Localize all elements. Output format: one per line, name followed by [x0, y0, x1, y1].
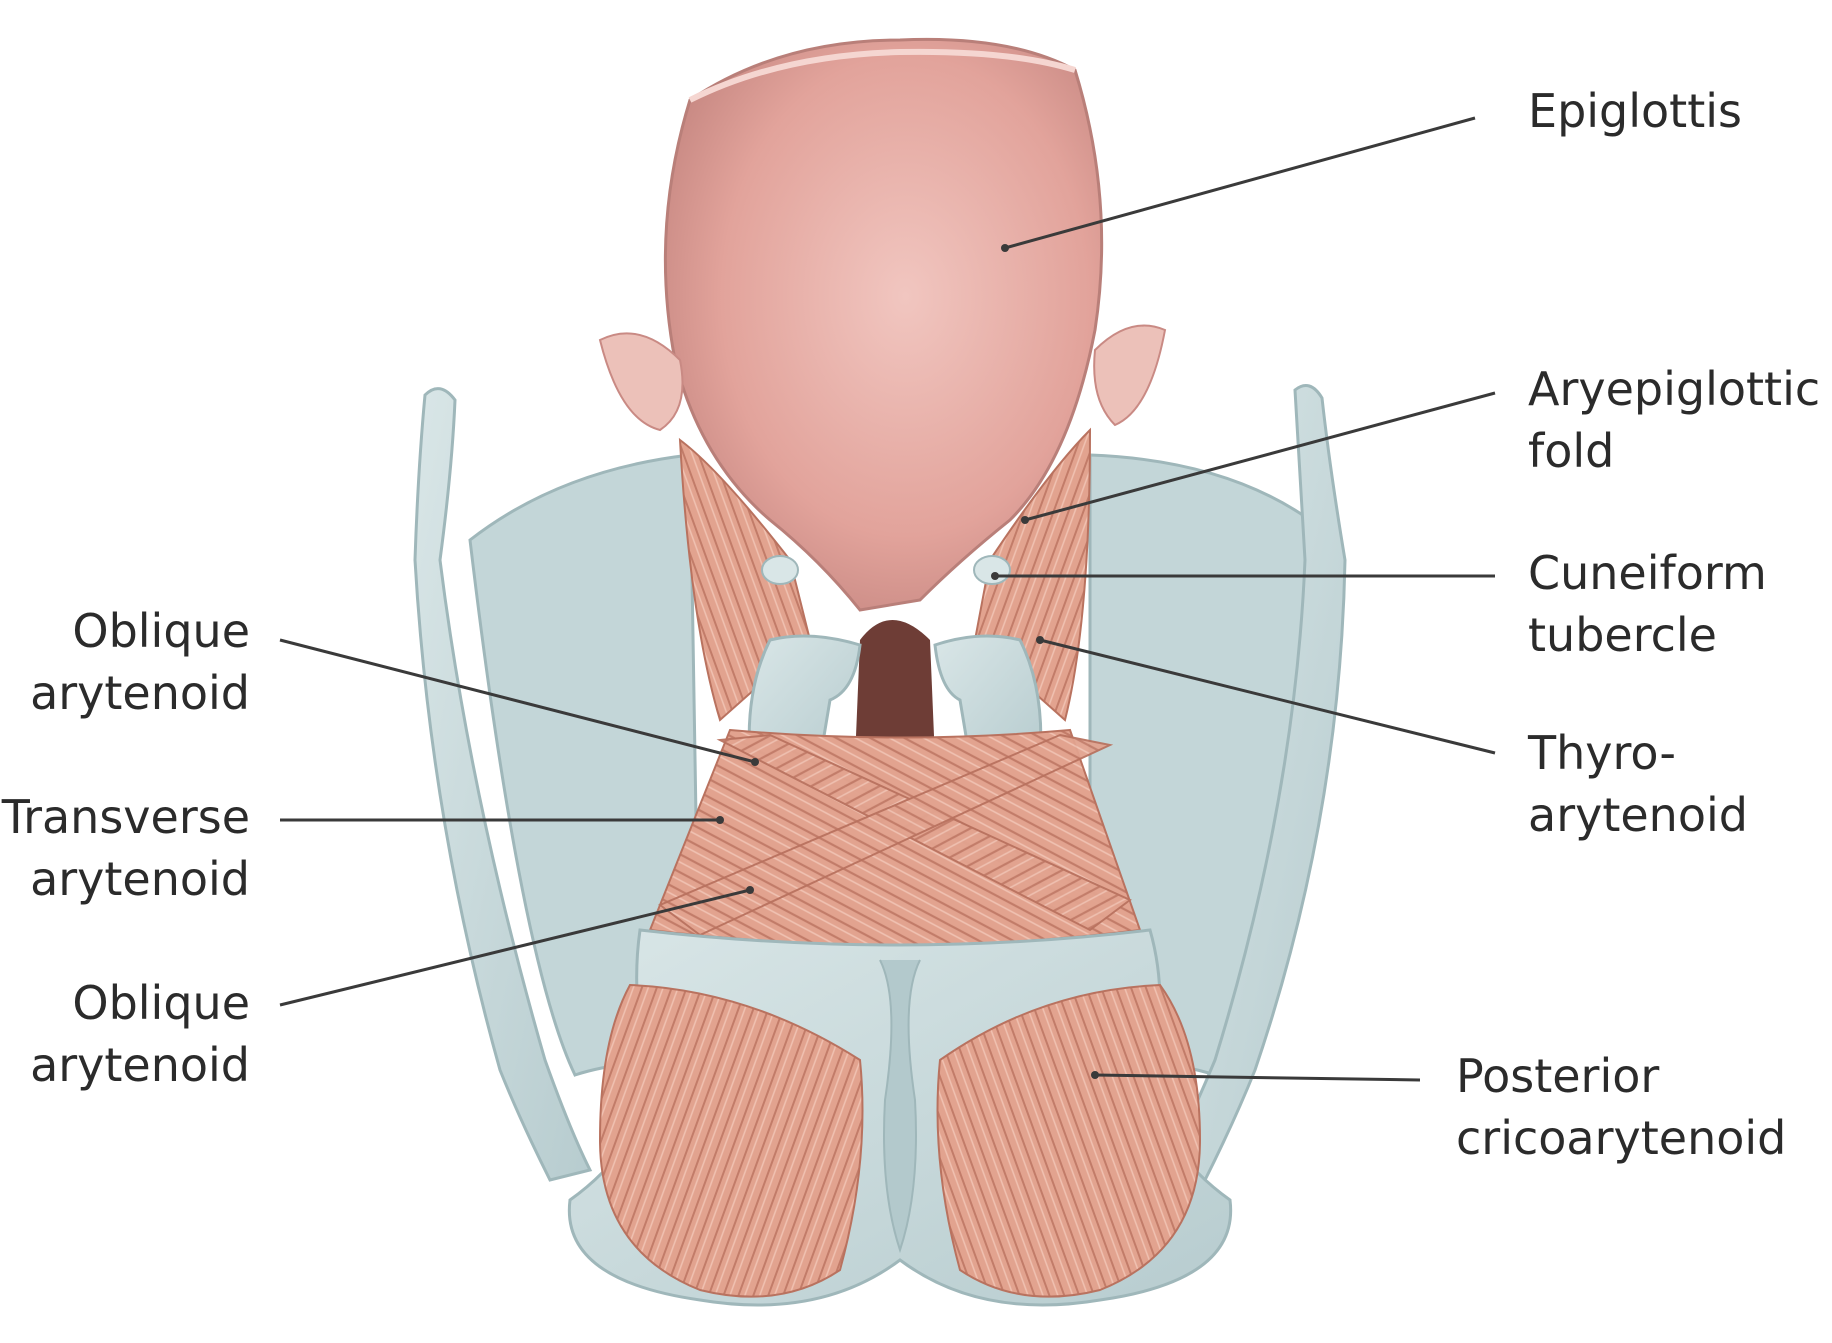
label-aryepiglottic-line1: Aryepiglottic — [1528, 358, 1820, 420]
leader-dot-posterior-crico — [1091, 1071, 1099, 1079]
label-posterior-crico-line2: cricoarytenoid — [1456, 1107, 1786, 1169]
label-transverse-arytenoid: Transverse arytenoid — [0, 786, 250, 910]
label-aryepiglottic-line2: fold — [1528, 420, 1820, 482]
label-posterior-cricoarytenoid: Posterior cricoarytenoid — [1456, 1045, 1786, 1169]
epiglottis-left-wing — [600, 333, 683, 430]
label-oblique-arytenoid-lower: Oblique arytenoid — [0, 972, 250, 1096]
label-thyroarytenoid-line2: arytenoid — [1528, 784, 1748, 846]
label-oblique-upper-line2: arytenoid — [0, 662, 250, 724]
label-cuneiform-line1: Cuneiform — [1528, 542, 1767, 604]
cuneiform-tubercle-left — [762, 556, 798, 584]
leader-dot-oblique-lower — [746, 886, 754, 894]
label-thyroarytenoid: Thyro- arytenoid — [1528, 722, 1748, 846]
label-cuneiform-line2: tubercle — [1528, 604, 1767, 666]
label-oblique-arytenoid-upper: Oblique arytenoid — [0, 600, 250, 724]
label-cuneiform-tubercle: Cuneiform tubercle — [1528, 542, 1767, 666]
leader-dot-epiglottis — [1001, 244, 1009, 252]
leader-dot-oblique-upper — [751, 758, 759, 766]
label-oblique-lower-line1: Oblique — [0, 972, 250, 1034]
label-epiglottis: Epiglottis — [1528, 80, 1742, 142]
cuneiform-tubercle-right — [974, 556, 1010, 584]
label-posterior-crico-line1: Posterior — [1456, 1045, 1786, 1107]
leader-dot-thyroarytenoid — [1036, 636, 1044, 644]
leader-dot-aryepiglottic — [1021, 516, 1029, 524]
epiglottis-right-wing — [1094, 326, 1165, 426]
leader-dot-cuneiform — [991, 572, 999, 580]
label-transverse-line1: Transverse — [0, 786, 250, 848]
label-oblique-lower-line2: arytenoid — [0, 1034, 250, 1096]
label-epiglottis-line1: Epiglottis — [1528, 80, 1742, 142]
label-oblique-upper-line1: Oblique — [0, 600, 250, 662]
leader-dot-transverse — [716, 816, 724, 824]
label-thyroarytenoid-line1: Thyro- — [1528, 722, 1748, 784]
label-transverse-line2: arytenoid — [0, 848, 250, 910]
label-aryepiglottic-fold: Aryepiglottic fold — [1528, 358, 1820, 482]
